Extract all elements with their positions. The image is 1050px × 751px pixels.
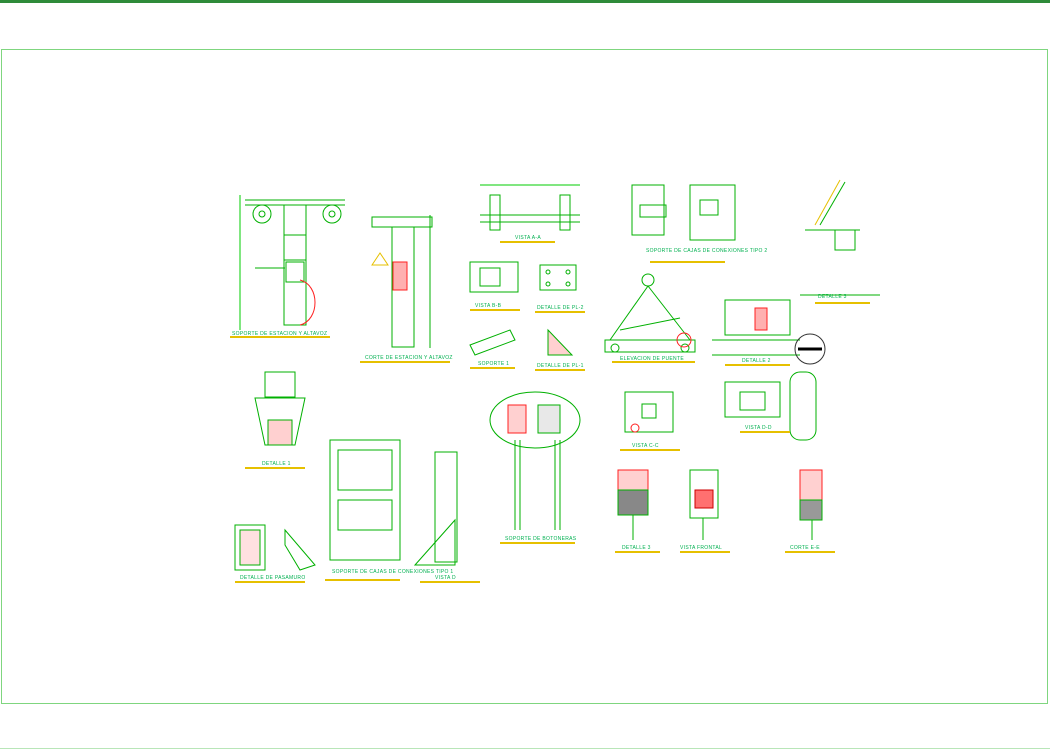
label-vista-bb: VISTA B-B: [475, 303, 502, 309]
soporte-cajas-1-view: [325, 439, 401, 581]
drawing-sheet-frame: [1, 49, 1048, 704]
vista-frontal-view: [680, 469, 730, 553]
label-soporte-1: SOPORTE 1: [478, 361, 509, 367]
label-vista-d: VISTA D: [435, 575, 456, 581]
label-detalle-pl2: DETALLE DE PL-2: [537, 305, 584, 311]
label-vista-dd: VISTA D-D: [745, 425, 772, 431]
detalle-1-view: [245, 371, 306, 469]
detalle-3-bottom-view: [615, 469, 660, 553]
label-detalle-3-top: DETALLE 3: [818, 294, 847, 300]
label-soporte-cajas-1: SOPORTE DE CAJAS DE CONEXIONES TIPO 1: [332, 569, 454, 575]
corte-ee-view: [785, 469, 835, 553]
soporte-estacion-view: [230, 195, 345, 338]
detalle-2-view: [712, 299, 826, 366]
label-vista-cc: VISTA C-C: [632, 443, 659, 449]
label-detalle-pasamuro: DETALLE DE PASAMURO: [240, 575, 306, 581]
drawing-labels: SOPORTE DE ESTACION Y ALTAVOZ CORTE DE E…: [232, 235, 847, 581]
detalle-pasamuro-view: [234, 524, 316, 583]
corte-estacion-view: [360, 215, 450, 363]
label-elevacion-puente: ELEVACION DE PUENTE: [620, 356, 684, 362]
label-vista-aa: VISTA A-A: [515, 235, 541, 241]
label-detalle-2: DETALLE 2: [742, 358, 771, 364]
detalle-pl2-view: [535, 264, 585, 313]
label-corte-estacion: CORTE DE ESTACION Y ALTAVOZ: [365, 355, 453, 361]
window-top-bar: [0, 0, 1050, 3]
vista-cc-view: [620, 391, 680, 451]
soporte-1-view: [469, 329, 516, 369]
label-soporte-botoneras: SOPORTE DE BOTONERAS: [505, 536, 577, 542]
bottom-divider: [0, 748, 1050, 749]
soporte-cajas-2-view: [631, 184, 736, 263]
label-soporte-estacion: SOPORTE DE ESTACION Y ALTAVOZ: [232, 331, 327, 337]
label-soporte-cajas-2: SOPORTE DE CAJAS DE CONEXIONES TIPO 2: [646, 248, 768, 254]
label-detalle-1: DETALLE 1: [262, 461, 291, 467]
vista-bb-view: [469, 261, 520, 311]
label-corte-ee: CORTE E-E: [790, 545, 820, 551]
elevacion-puente-view: [604, 273, 696, 363]
vista-d-view: [413, 451, 480, 583]
vista-dd-view: [724, 371, 817, 441]
detalle-pl1-view: [535, 328, 585, 371]
label-detalle-3-bottom: DETALLE 3: [622, 545, 651, 551]
soporte-botoneras-view: [489, 391, 581, 544]
detalle-3-top-view: [800, 179, 880, 304]
label-detalle-pl1: DETALLE DE PL-1: [537, 363, 584, 369]
label-vista-frontal: VISTA FRONTAL: [680, 545, 722, 551]
vista-aa-view: [480, 184, 580, 243]
